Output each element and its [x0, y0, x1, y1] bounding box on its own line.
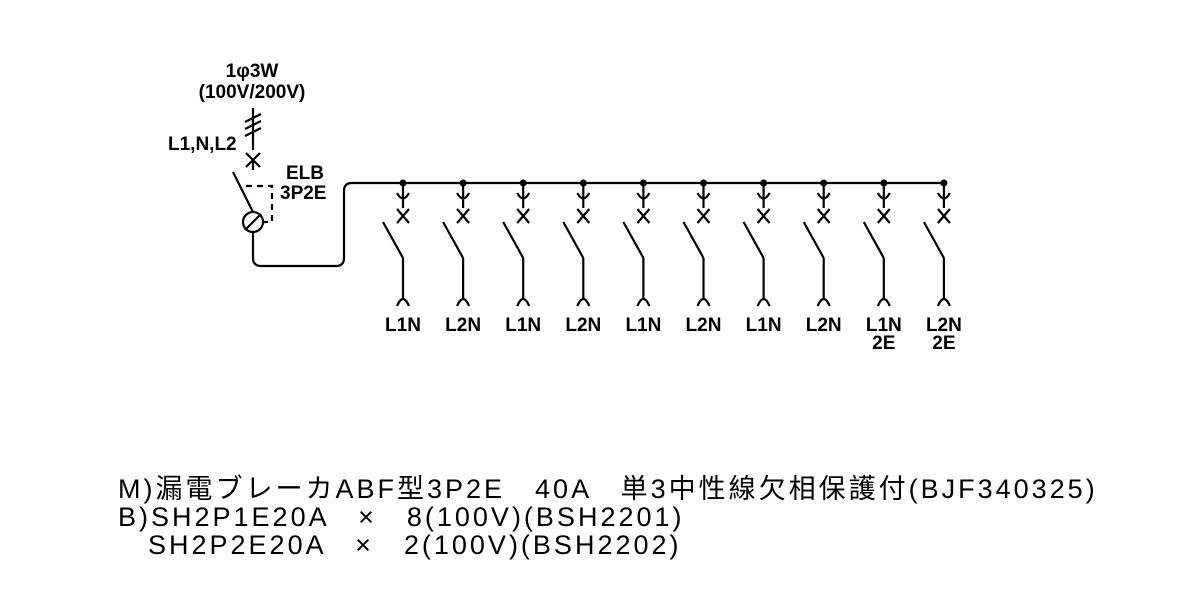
branch-phase-label: L2N [445, 315, 481, 336]
branch-phase-label: L2N [806, 315, 842, 336]
branch-breaker-blade [502, 221, 525, 259]
branch-circuit [922, 179, 951, 307]
branch-outlet-arc [395, 297, 411, 307]
branch-outlet-arc [696, 297, 711, 307]
branch-fixed-contact-x-mark [937, 208, 951, 224]
branch-fixed-contact-x-mark [456, 208, 470, 224]
branch-breaker-blade [802, 221, 825, 259]
branch-phase-label: L1N [866, 315, 902, 336]
branch-breaker-blade [442, 221, 465, 259]
branch-breaker-blade [922, 221, 945, 259]
spec-line-branch-2: SH2P2E20A × 2(100V)(BSH2202) [118, 530, 682, 560]
branch-outlet-arc [576, 297, 591, 307]
branch-fixed-contact-x-mark [636, 208, 651, 224]
branch-phase-label: L2N [565, 315, 601, 336]
branch-phase-label: L2N [926, 315, 962, 336]
main-breaker-symbol [232, 160, 944, 268]
branch-breaker-blade [622, 221, 645, 259]
branch-phase-label: L1N [385, 315, 421, 336]
main-breaker-name: ELB [286, 163, 324, 184]
main-breaker-poles: 3P2E [280, 183, 326, 204]
branch-circuits [382, 179, 951, 307]
branch-phase-label: L2N [686, 315, 722, 336]
supply-lines-label: L1,N,L2 [168, 134, 237, 155]
branch-terminal-arc [456, 192, 471, 200]
branch-breaker-blade [742, 221, 765, 259]
branch-terminal-arc [516, 192, 531, 200]
branch-earth-label: 2E [932, 333, 955, 354]
branch-circuit [742, 179, 771, 307]
branch-fixed-contact-x-mark [576, 208, 591, 224]
spec-line-main: M)漏電ブレーカABF型3P2E 40A 単3中性線欠相保護付(BJF34032… [118, 474, 1098, 504]
branch-breaker-blade [562, 221, 585, 259]
branch-earth-label: 2E [872, 333, 895, 354]
branch-terminal-arc [576, 192, 591, 200]
branch-fixed-contact-x-mark [876, 208, 891, 224]
branch-terminal-arc [696, 192, 711, 200]
branch-outlet-arc [756, 297, 771, 307]
branch-terminal-arc [936, 192, 951, 200]
branch-circuit [502, 179, 531, 307]
branch-terminal-arc [816, 192, 831, 200]
branch-circuit [862, 179, 891, 307]
branch-breaker-blade [682, 221, 705, 259]
spec-line-branch-1: B)SH2P1E20A × 8(100V)(BSH2201) [118, 502, 685, 532]
branch-outlet-arc [456, 297, 471, 307]
branch-fixed-contact-x-mark [756, 208, 771, 224]
supply-voltage-label: (100V/200V) [199, 82, 306, 103]
branch-terminal-arc [396, 192, 410, 200]
branch-terminal-arc [636, 192, 651, 200]
branch-fixed-contact-x-mark [696, 208, 711, 224]
branch-breaker-blade [382, 221, 404, 259]
branch-outlet-arc [516, 297, 531, 307]
branch-circuit [442, 179, 471, 307]
branch-phase-label: L1N [746, 315, 782, 336]
branch-terminal-arc [756, 192, 771, 200]
branch-outlet-arc [636, 297, 651, 307]
branch-breaker-blade [862, 221, 885, 259]
branch-terminal-arc [876, 192, 891, 200]
branch-circuit [562, 179, 591, 307]
branch-circuit [682, 179, 711, 307]
branch-outlet-arc [936, 297, 951, 307]
branch-fixed-contact-x-mark [516, 208, 531, 224]
branch-circuit [622, 179, 651, 307]
branch-outlet-arc [876, 297, 891, 307]
branch-fixed-contact-x-mark [396, 208, 410, 224]
branch-phase-label: L1N [505, 315, 541, 336]
branch-outlet-arc [816, 297, 831, 307]
spec-notes: M)漏電ブレーカABF型3P2E 40A 単3中性線欠相保護付(BJF34032… [118, 474, 1098, 560]
branch-circuit [382, 179, 411, 307]
branch-circuit [802, 179, 831, 307]
supply-phase-label: 1φ3W [226, 61, 279, 82]
incoming-feeder [244, 108, 262, 168]
branch-fixed-contact-x-mark [816, 208, 831, 224]
branch-phase-label: L1N [625, 315, 661, 336]
